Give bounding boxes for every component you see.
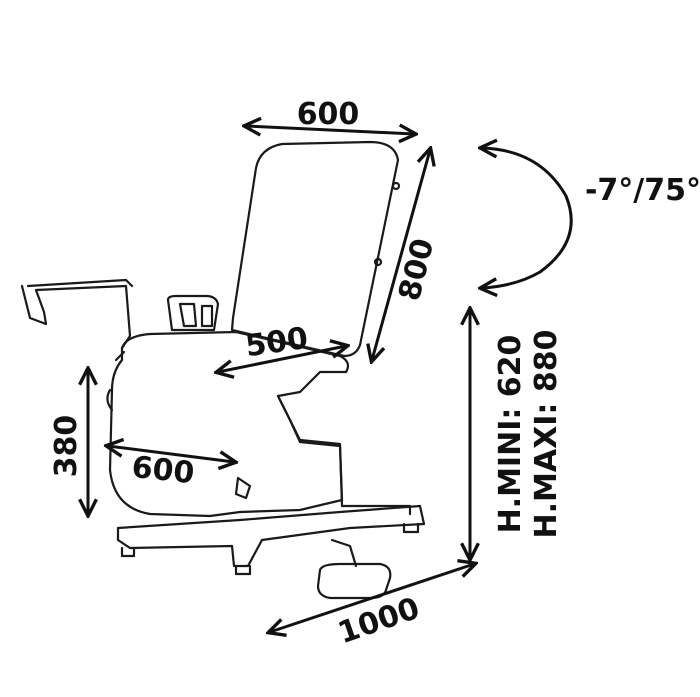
- seat: [108, 330, 350, 518]
- foot-pedal: [330, 538, 358, 568]
- base-length-arrow: [270, 564, 474, 632]
- backrest: [230, 140, 400, 358]
- backrest-width-arrow: [246, 126, 414, 134]
- seat-depth-arrow: [218, 346, 346, 372]
- leg-rail: [20, 284, 132, 350]
- side-pedal: [234, 476, 252, 500]
- seat-width-label: 600: [130, 450, 196, 491]
- seat-width-arrow: [108, 446, 234, 462]
- backrest-angle-label: -7°/75°: [585, 173, 700, 208]
- backrest-handle-top: [391, 181, 401, 191]
- lift-column: [276, 394, 412, 516]
- height-min-label: H.MINI: 620: [493, 335, 528, 534]
- backrest-width-label: 600: [297, 97, 360, 132]
- base-frame: [116, 504, 426, 568]
- height-max-label: H.MAXI: 880: [529, 330, 564, 539]
- backrest-angle-arc: [482, 148, 573, 288]
- backrest-length-label: 800: [392, 235, 441, 304]
- seat-depth-label: 500: [243, 321, 310, 364]
- base-length-label: 1000: [334, 591, 424, 651]
- seat-height-label: 380: [49, 415, 84, 478]
- backrest-length-arrow: [372, 150, 430, 360]
- armrest: [166, 294, 220, 332]
